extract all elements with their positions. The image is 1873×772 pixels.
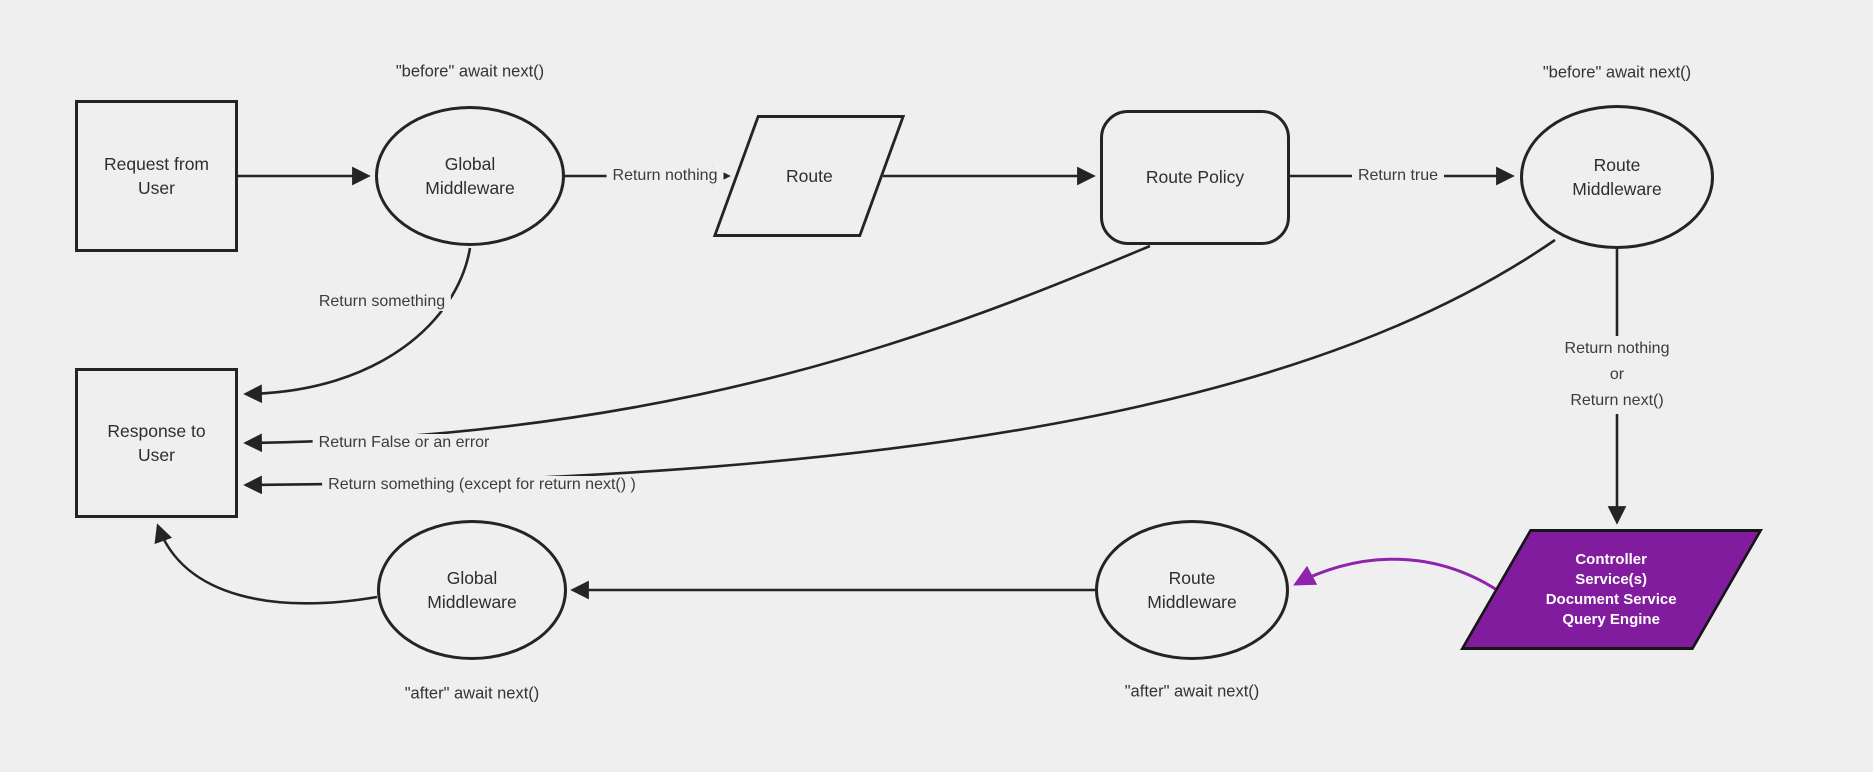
edge-label-return-true: Return true <box>1351 167 1445 185</box>
edge-global-middleware-to-response <box>243 247 472 404</box>
edge-label-return-something: Return something <box>312 293 452 311</box>
node-route-middleware-bottom: Route Middleware <box>1095 520 1289 660</box>
node-label: Request from User <box>103 153 210 198</box>
edge-global-middleware-bottom-to-response <box>154 523 378 605</box>
controller-line: Document Service <box>1546 590 1677 608</box>
node-label: Route <box>785 165 833 186</box>
edge-label-line: Return next() <box>1570 392 1664 409</box>
annotation-before-await-next-left: "before" await next() <box>395 62 545 81</box>
edge-label-return-nothing: Return nothing <box>606 167 724 185</box>
node-label: Route Middleware <box>1572 154 1662 199</box>
annotation-after-await-next-left: "after" await next() <box>404 684 540 703</box>
annotation-before-await-next-right: "before" await next() <box>1542 63 1692 82</box>
node-label: Global Middleware <box>427 567 517 612</box>
node-route-policy: Route Policy <box>1100 110 1290 245</box>
node-global-middleware-bottom: Global Middleware <box>377 520 567 660</box>
controller-line: Controller <box>1575 550 1648 568</box>
node-label: Controller Service(s) Document Service Q… <box>1546 550 1677 630</box>
edge-controller-to-route-middleware-bottom <box>1293 557 1498 592</box>
controller-line: Service(s) <box>1575 570 1648 588</box>
node-label: Route Policy <box>1145 167 1245 188</box>
node-label: Global Middleware <box>425 153 515 198</box>
node-route-middleware-top: Route Middleware <box>1520 105 1714 249</box>
edge-label-return-nothing-or-next: Return nothing or Return next() <box>1558 336 1676 414</box>
node-global-middleware-top: Global Middleware <box>375 106 565 246</box>
node-label: Response to User <box>107 420 206 465</box>
edge-label-line: Return nothing <box>1564 340 1670 357</box>
annotation-after-await-next-right: "after" await next() <box>1124 682 1260 701</box>
node-request-from-user: Request from User <box>75 100 238 252</box>
node-response-to-user: Response to User <box>75 368 238 518</box>
controller-line: Query Engine <box>1562 610 1661 628</box>
edge-label-return-false-or-error: Return False or an error <box>312 434 496 452</box>
edge-label-line: or <box>1609 366 1625 383</box>
edge-label-return-something-except: Return something (except for return next… <box>322 476 642 494</box>
edge-route-policy-to-response <box>243 244 1151 453</box>
node-label: Route Middleware <box>1147 567 1237 612</box>
